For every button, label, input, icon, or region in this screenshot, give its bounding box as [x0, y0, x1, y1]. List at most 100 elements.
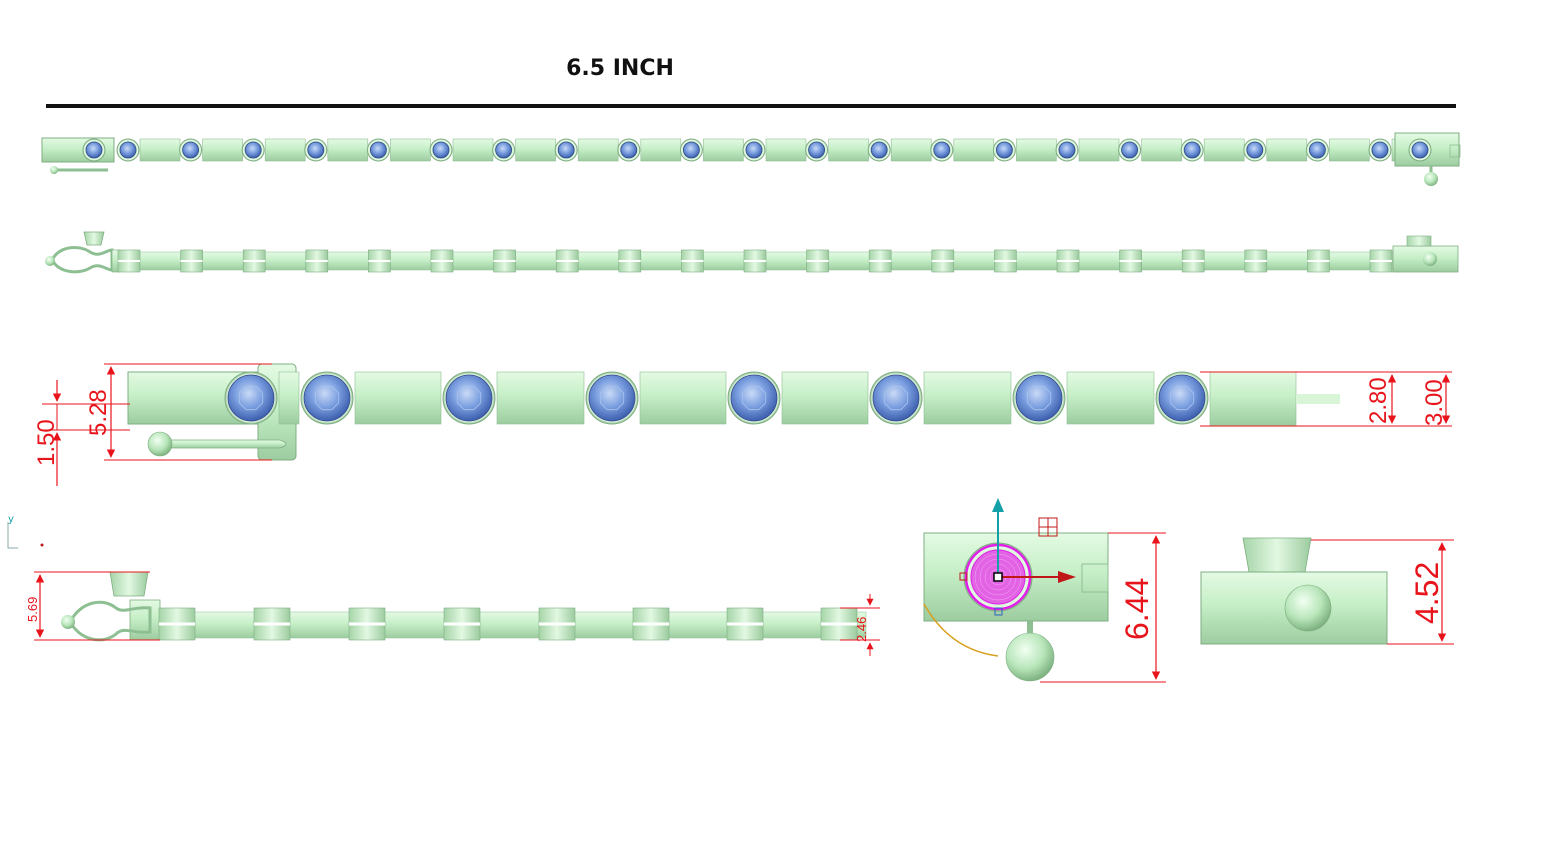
bar-link: [327, 138, 369, 162]
gemstone: [1058, 141, 1076, 159]
bracelet-side-view: [45, 231, 1459, 274]
bar-link: [828, 138, 869, 162]
clasp-spring: [68, 600, 152, 642]
dim-clasp-height: 5.28: [85, 389, 112, 436]
clasp-button: [1424, 172, 1438, 186]
dimension-labels: 5.28 1.50 2.80 3.00 5.69 2.46 6.44 4.52: [25, 377, 1448, 642]
bar-link: [640, 138, 682, 162]
bar-link: [1329, 138, 1370, 162]
grid-snap-icon: [1038, 517, 1058, 537]
gemstone: [1158, 374, 1206, 422]
axis-y-label: y: [8, 514, 14, 525]
clasp-end-view: [923, 498, 1166, 683]
bar-link: [264, 138, 306, 162]
gem-facet: [741, 385, 767, 411]
move-gizmo-icon: [1058, 571, 1076, 583]
gem-facet: [1169, 385, 1195, 411]
dim-link-height-outer: 3.00: [1421, 379, 1448, 426]
bar-link: [1209, 371, 1297, 427]
gemstone: [227, 374, 275, 422]
dim-side-view-height: 5.69: [25, 597, 40, 622]
bar-link: [278, 371, 300, 425]
link-tongue: [1296, 394, 1340, 404]
bar-link: [1078, 138, 1120, 162]
rotation-arc: [923, 603, 999, 657]
gemstone: [244, 141, 262, 159]
gemstone: [1183, 141, 1201, 159]
gemstone: [1309, 141, 1326, 159]
clasp-ball: [50, 166, 58, 174]
gemstone: [1371, 141, 1389, 159]
dim-clasp-side-height: 4.52: [1409, 562, 1445, 624]
gem-facet: [1026, 385, 1052, 411]
gemstone: [745, 141, 763, 159]
gemstone: [557, 141, 575, 159]
clasp-spring: [50, 246, 114, 274]
bar-link: [496, 371, 585, 425]
gemstone: [1121, 141, 1138, 159]
gemstone: [303, 374, 351, 422]
gemstone: [808, 141, 825, 159]
gemstone: [495, 141, 513, 159]
gem-facet: [883, 385, 909, 411]
gemstone: [588, 374, 636, 422]
gemstone: [307, 141, 325, 159]
bar-link: [1266, 138, 1308, 162]
scale-bar: [46, 104, 1456, 108]
bracelet-side-detail-view: [34, 571, 880, 656]
pivot-handle-icon: [993, 572, 1003, 582]
bar-link: [639, 371, 727, 425]
gemstone: [683, 141, 700, 159]
clasp-ball: [147, 431, 173, 457]
gemstone: [445, 374, 493, 422]
gemstone: [870, 141, 888, 159]
gem-facet: [599, 385, 625, 411]
bar-link: [139, 138, 181, 162]
clasp-ball: [61, 615, 75, 629]
move-gizmo-icon: [992, 498, 1004, 512]
gemstone: [182, 141, 200, 159]
gem-facet: [456, 385, 482, 411]
gemstone: [872, 374, 920, 422]
bar-link: [923, 371, 1012, 425]
gem-facet: [314, 385, 340, 411]
pivot-handle-icon: [959, 572, 968, 581]
dim-clasp-offset: 1.50: [33, 419, 60, 466]
gemstone: [1015, 374, 1063, 422]
clasp-button: [1423, 252, 1437, 266]
gemstone: [119, 141, 137, 159]
bar-link: [354, 371, 442, 425]
clasp-cap: [83, 231, 105, 246]
bar-link: [1066, 371, 1155, 425]
bar-link: [1203, 138, 1245, 162]
bar-link: [890, 138, 932, 162]
tongue-slot: [1449, 144, 1461, 158]
gemstone: [620, 141, 638, 159]
bar-link: [953, 138, 995, 162]
bar-link: [515, 138, 556, 162]
dim-side-view-thickness: 2.46: [854, 617, 869, 642]
tongue-slot: [1081, 563, 1109, 593]
bar-link: [577, 138, 619, 162]
pivot-handle-icon: [994, 607, 1003, 616]
gemstone: [1411, 141, 1429, 159]
bracelet-top-view: [41, 132, 1461, 186]
dim-clasp-end-height: 6.44: [1119, 578, 1155, 640]
bar-link: [703, 138, 744, 162]
bar-link: [1141, 138, 1182, 162]
clasp-cap-right: [1406, 235, 1432, 247]
clasp-box: [129, 599, 161, 641]
clasp-side-view: [1200, 537, 1454, 645]
gemstone: [730, 374, 778, 422]
bar-link: [1016, 138, 1057, 162]
clasp-ball: [45, 256, 55, 266]
gemstone: [1246, 141, 1264, 159]
gemstone: [432, 141, 450, 159]
clasp-cap: [1242, 537, 1312, 573]
gem-facet: [238, 385, 264, 411]
bar-link: [390, 138, 431, 162]
bracelet-detail-view: [42, 363, 1452, 486]
gemstone: [369, 141, 387, 159]
bar-link: [781, 371, 869, 425]
